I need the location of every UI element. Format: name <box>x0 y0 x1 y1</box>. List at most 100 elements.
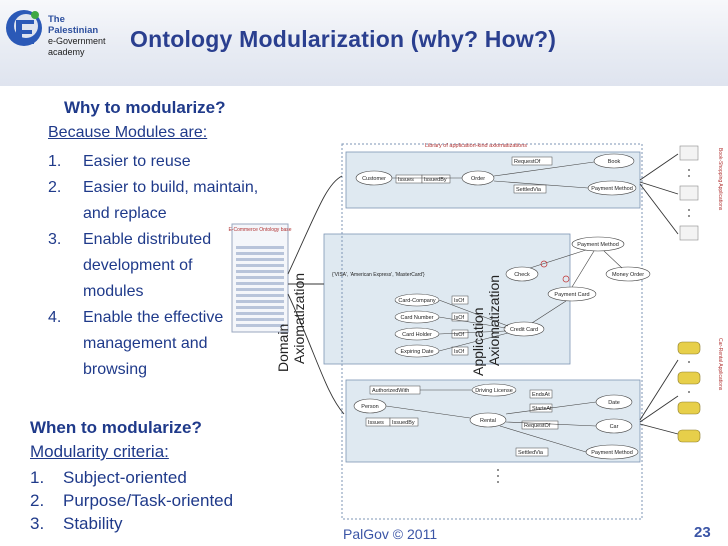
list-item: 3. Enable distributed development of mod… <box>48 227 268 305</box>
list-item: 1. Easier to reuse <box>48 149 268 175</box>
header-band <box>0 0 728 86</box>
role-issued-by <box>421 174 451 184</box>
logo-line-2: e-Government <box>48 36 106 46</box>
role-settled-via-bottom-label: SettledVia <box>518 450 544 456</box>
role-is-of-1 <box>451 295 469 305</box>
when-heading: When to modularize? <box>30 418 202 437</box>
node-book <box>593 153 635 169</box>
node-card-holder-label: Card Holder <box>402 332 432 338</box>
why-intro: Because Modules are: <box>48 124 208 141</box>
car-icon <box>677 429 701 443</box>
node-book-label: Book <box>608 159 621 165</box>
book-shopping-apps <box>679 145 699 241</box>
list-text: Easier to reuse <box>83 153 191 170</box>
list-item: 1. Subject-oriented <box>30 466 233 489</box>
why-heading: Why to modularize? <box>64 98 226 117</box>
list-item: 2. Purpose/Task-oriented <box>30 489 233 512</box>
role-request-of <box>511 156 553 166</box>
book-module-panel <box>345 151 641 209</box>
top-edges <box>392 161 595 189</box>
logo-emblem-icon <box>6 10 42 46</box>
node-date-label: Date <box>608 400 620 406</box>
list-number: 3. <box>48 231 62 248</box>
logo-line-1: The Palestinian <box>48 14 99 36</box>
node-person-label: Person <box>361 404 378 410</box>
node-order-label: Order <box>471 176 485 182</box>
node-customer-label: Customer <box>362 176 386 182</box>
list-text: Enable the effective management and brow… <box>83 309 224 378</box>
list-item: 3. Stability <box>30 512 233 535</box>
criteria-list: 1. Subject-oriented 2. Purpose/Task-orie… <box>30 466 233 535</box>
node-credit-card-label: Credit Card <box>510 327 538 333</box>
role-is-of-1-label: IsOf <box>454 298 465 304</box>
middle-edges <box>438 249 623 352</box>
role-is-of-3 <box>451 329 469 339</box>
academy-logo: The Palestinian e-Government academy <box>4 4 116 64</box>
list-item: 4. Enable the effective management and b… <box>48 305 268 383</box>
node-car-label: Car <box>610 424 619 430</box>
footer-copyright: PalGov © 2011 <box>343 526 438 542</box>
domain-axiomatization-panel <box>323 233 571 365</box>
ontology-base-label: E-Commerce Ontology base <box>228 227 291 233</box>
list-number: 1. <box>48 153 62 170</box>
book-cart-icon <box>679 145 699 161</box>
car-icon <box>677 341 701 355</box>
node-rental-label: Rental <box>480 418 496 424</box>
domain-label-line-2: Axiomatization <box>291 272 307 364</box>
node-credit-card <box>503 321 545 337</box>
criteria-intro: Modularity criteria: <box>30 442 169 461</box>
book-cart-icon <box>679 225 699 241</box>
node-rental <box>469 412 507 428</box>
role-issues-bottom-label: Issues <box>368 420 384 426</box>
list-item: 2. Easier to build, maintain, and replac… <box>48 175 268 227</box>
role-is-of-4 <box>451 346 469 356</box>
domain-label-line-1: Domain <box>275 323 291 372</box>
node-money-order-label: Money Order <box>612 272 644 278</box>
role-ends-at-label: EndsAt <box>532 392 550 398</box>
node-payment-method-bottom-label: Payment Method <box>591 450 633 456</box>
node-payment-card-label: Payment Card <box>554 292 589 298</box>
node-card-company-label: Card-Company <box>398 298 436 304</box>
node-driving-license-label: Driving License <box>475 388 513 394</box>
constraint-marker-2 <box>562 275 570 283</box>
list-number: 4. <box>48 309 62 326</box>
role-issued-by-bottom <box>389 417 419 427</box>
application-label-line-2: Axiomatization <box>486 274 502 366</box>
list-text: Easier to build, maintain, and replace <box>83 179 259 222</box>
bottom-edges <box>385 389 597 453</box>
role-settled-via-bottom <box>515 447 549 457</box>
ellipsis-dots <box>497 469 499 483</box>
role-is-of-2-label: IsOf <box>454 315 465 321</box>
card-company-values: {'VISA', 'American Express', 'MasterCard… <box>332 272 425 278</box>
application-links <box>639 153 679 435</box>
list-number: 1. <box>30 468 45 487</box>
role-authorized-with-label: AuthorizedWith <box>372 388 409 394</box>
list-number: 2. <box>48 179 62 196</box>
constraint-marker-1 <box>540 260 548 268</box>
role-issued-by-label: IssuedBy <box>424 177 447 183</box>
node-expiring-date-label: Expiring Date <box>400 349 433 355</box>
role-settled-via-label: SettledVia <box>516 187 542 193</box>
car-rental-label: Car-Rental Applications <box>717 338 723 391</box>
page-number: 23 <box>694 524 711 541</box>
ontology-base-rows <box>236 246 284 327</box>
library-title: Library of application-kind axiomatizati… <box>425 143 527 149</box>
role-is-of-2 <box>451 312 469 322</box>
role-settled-via <box>513 184 547 194</box>
ontology-links <box>287 175 345 415</box>
car-icon <box>677 371 701 385</box>
node-check-label: Check <box>514 272 530 278</box>
book-shopping-label: Book-Shopping Applications <box>717 148 723 211</box>
list-text: Purpose/Task-oriented <box>63 491 234 510</box>
node-check <box>505 266 539 282</box>
why-list: 1. Easier to reuse 2. Easier to build, m… <box>48 149 268 383</box>
car-rental-apps <box>677 341 701 443</box>
node-payment-method-top-label: Payment Method <box>591 186 633 192</box>
role-request-of-bottom-label: RequestOf <box>524 423 551 429</box>
ontology-diagram: E-Commerce Ontology base Library of appl… <box>228 143 723 520</box>
application-label-line-1: Application <box>470 307 486 377</box>
library-panel <box>341 143 643 520</box>
car-icon <box>677 401 701 415</box>
node-money-order <box>605 266 651 282</box>
role-request-of-label: RequestOf <box>514 159 541 165</box>
